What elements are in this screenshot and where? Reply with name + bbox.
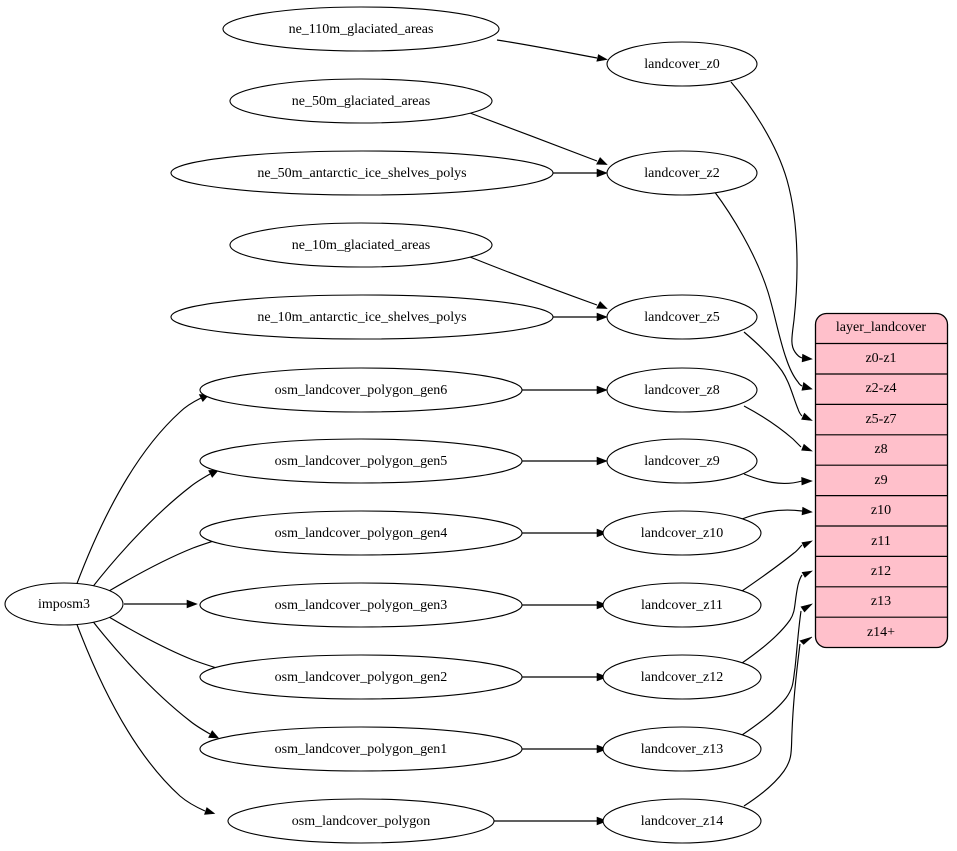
table-row-label: z10 bbox=[871, 503, 891, 518]
edge-gen2-to-z12 bbox=[522, 672, 608, 682]
node-landcover-z10[interactable]: landcover_z10 bbox=[602, 510, 762, 556]
edge-ne50m-ant-to-z2 bbox=[553, 168, 608, 178]
table-row-z5-z7[interactable]: z5-z7 bbox=[865, 412, 896, 427]
node-landcover-z14[interactable]: landcover_z14 bbox=[602, 798, 762, 844]
edge-imposm3-to-gen3 bbox=[124, 599, 198, 609]
edge-z11-to-row-z11 bbox=[741, 540, 813, 592]
table-row-z0-z1[interactable]: z0-z1 bbox=[865, 351, 896, 366]
table-row-z13[interactable]: z13 bbox=[871, 594, 891, 609]
edge-z0-to-row-z0z1 bbox=[730, 81, 813, 363]
node-ne-110m-glaciated-areas[interactable]: ne_110m_glaciated_areas bbox=[222, 6, 500, 52]
table-row-label: z2-z4 bbox=[865, 381, 896, 396]
table-row-label: z5-z7 bbox=[865, 412, 896, 427]
edge-z14-to-row-z14plus bbox=[743, 636, 813, 807]
node-osm-landcover-polygon-gen6[interactable]: osm_landcover_polygon_gen6 bbox=[199, 367, 523, 413]
layer-landcover-table[interactable]: layer_landcover z0-z1 z2-z4 z5-z7 z8 z9 … bbox=[814, 312, 949, 649]
table-row-z2-z4[interactable]: z2-z4 bbox=[865, 381, 896, 396]
table-row-z14-plus[interactable]: z14+ bbox=[867, 625, 895, 640]
table-row-z10[interactable]: z10 bbox=[871, 503, 891, 518]
edge-z13-to-row-z13 bbox=[741, 603, 813, 736]
node-ne-50m-glaciated-areas[interactable]: ne_50m_glaciated_areas bbox=[229, 78, 493, 124]
table-row-z11[interactable]: z11 bbox=[871, 534, 891, 549]
table-row-label: z11 bbox=[871, 534, 891, 549]
node-osm-landcover-polygon-gen1[interactable]: osm_landcover_polygon_gen1 bbox=[199, 726, 523, 772]
table-row-z12[interactable]: z12 bbox=[871, 564, 891, 579]
node-landcover-z2[interactable]: landcover_z2 bbox=[606, 150, 758, 196]
edge-ne10m-ant-to-z5 bbox=[553, 312, 608, 322]
node-osm-landcover-polygon-gen5[interactable]: osm_landcover_polygon_gen5 bbox=[199, 438, 523, 484]
edge-gen1-to-z13 bbox=[522, 744, 608, 754]
edge-imposm3-to-gen5 bbox=[90, 469, 220, 590]
edge-z8-to-row-z8 bbox=[743, 405, 813, 452]
table-row-z9[interactable]: z9 bbox=[874, 473, 887, 488]
node-landcover-z13[interactable]: landcover_z13 bbox=[602, 726, 762, 772]
edge-z5-to-row-z5z7 bbox=[743, 331, 813, 421]
edge-gen5-to-z9 bbox=[522, 456, 608, 466]
node-landcover-z0[interactable]: landcover_z0 bbox=[606, 41, 758, 87]
node-landcover-z9[interactable]: landcover_z9 bbox=[606, 438, 758, 484]
table-header-cell[interactable]: layer_landcover bbox=[836, 320, 927, 335]
edge-gen3-to-z11 bbox=[522, 600, 608, 610]
node-landcover-z8[interactable]: landcover_z8 bbox=[606, 367, 758, 413]
node-osm-landcover-polygon-gen2[interactable]: osm_landcover_polygon_gen2 bbox=[199, 654, 523, 700]
edge-z2-to-row-z2z4 bbox=[713, 190, 813, 391]
edge-imposm3-to-gen1 bbox=[90, 618, 220, 739]
edge-ne110m-to-z0 bbox=[496, 39, 608, 62]
node-landcover-z11[interactable]: landcover_z11 bbox=[602, 582, 762, 628]
edge-polygon-to-z14 bbox=[494, 816, 608, 826]
edge-gen4-to-z10 bbox=[522, 528, 608, 538]
node-imposm3[interactable]: imposm3 bbox=[4, 582, 124, 626]
node-osm-landcover-polygon-gen4[interactable]: osm_landcover_polygon_gen4 bbox=[199, 510, 523, 556]
table-header-label: layer_landcover bbox=[836, 320, 927, 335]
node-ne-10m-antarctic-ice-shelves-polys[interactable]: ne_10m_antarctic_ice_shelves_polys bbox=[170, 294, 554, 340]
node-ne-10m-glaciated-areas[interactable]: ne_10m_glaciated_areas bbox=[229, 222, 493, 268]
node-ne-50m-antarctic-ice-shelves-polys[interactable]: ne_50m_antarctic_ice_shelves_polys bbox=[170, 150, 554, 196]
edge-imposm3-to-polygon bbox=[75, 621, 216, 815]
table-row-label: z0-z1 bbox=[865, 351, 896, 366]
table-row-label: z9 bbox=[874, 473, 887, 488]
node-landcover-z5[interactable]: landcover_z5 bbox=[606, 294, 758, 340]
node-landcover-z12[interactable]: landcover_z12 bbox=[602, 654, 762, 700]
edge-z9-to-row-z9 bbox=[743, 473, 813, 486]
edge-z10-to-row-z10 bbox=[741, 506, 813, 520]
edge-gen6-to-z8 bbox=[522, 385, 608, 395]
node-osm-landcover-polygon-gen3[interactable]: osm_landcover_polygon_gen3 bbox=[199, 582, 523, 628]
table-row-label: z8 bbox=[874, 442, 887, 457]
edge-ne10m-glac-to-z5 bbox=[469, 256, 608, 309]
edge-z12-to-row-z12 bbox=[741, 570, 813, 664]
node-osm-landcover-polygon[interactable]: osm_landcover_polygon bbox=[227, 798, 495, 844]
table-row-label: z14+ bbox=[867, 625, 895, 640]
table-row-z8[interactable]: z8 bbox=[874, 442, 887, 457]
edge-ne50m-glac-to-z2 bbox=[469, 112, 608, 165]
table-row-label: z13 bbox=[871, 594, 891, 609]
table-row-label: z12 bbox=[871, 564, 891, 579]
edge-imposm3-to-gen6 bbox=[75, 394, 210, 587]
